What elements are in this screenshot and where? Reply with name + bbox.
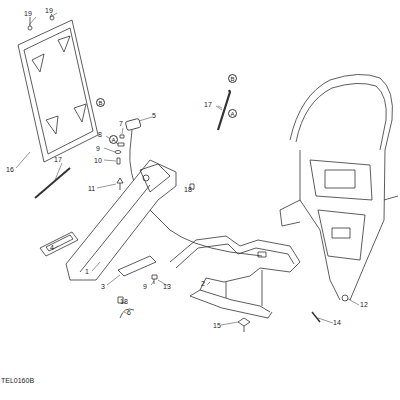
- callout-number: 4: [50, 244, 54, 251]
- callout-number: 16: [6, 166, 14, 173]
- callout-number: 10: [94, 157, 102, 164]
- subframe: [170, 236, 300, 318]
- callout-number: 6: [127, 309, 131, 316]
- callout-number: 14: [333, 319, 341, 326]
- rear-frame: [280, 74, 398, 300]
- plate-bracket: [66, 160, 176, 280]
- marker-letter: A: [111, 137, 115, 143]
- callout-number: 19: [24, 10, 32, 17]
- marker-letter: B: [98, 100, 102, 106]
- connection-marker: A: [109, 135, 118, 144]
- connection-marker: B: [96, 98, 105, 107]
- callout-number: 18: [184, 186, 192, 193]
- callout-number: 13: [163, 283, 171, 290]
- license-plate: [18, 14, 98, 162]
- drawing-code: TEL0160B: [1, 377, 34, 384]
- callout-number: 11: [88, 185, 95, 192]
- leader-lines: [16, 13, 359, 325]
- callout-number: 2: [201, 280, 205, 287]
- callout-number: 12: [360, 301, 368, 308]
- callout-number: 1: [85, 268, 89, 275]
- callout-number: 3: [101, 283, 105, 290]
- callout-number: 9: [96, 145, 100, 152]
- connection-marker: A: [228, 109, 237, 118]
- callout-number: 9: [143, 283, 147, 290]
- callout-number: 5: [152, 112, 156, 119]
- callout-number: 17: [54, 156, 62, 163]
- callout-number: 7: [119, 120, 123, 127]
- callout-number: 18: [120, 298, 128, 305]
- callout-number: 15: [213, 322, 221, 329]
- callout-number: 19: [45, 7, 53, 14]
- callout-number: 8: [98, 131, 102, 138]
- callout-number: 17: [204, 101, 212, 108]
- marker-letter: B: [230, 76, 234, 82]
- connection-marker: B: [228, 74, 237, 83]
- marker-letter: A: [230, 111, 234, 117]
